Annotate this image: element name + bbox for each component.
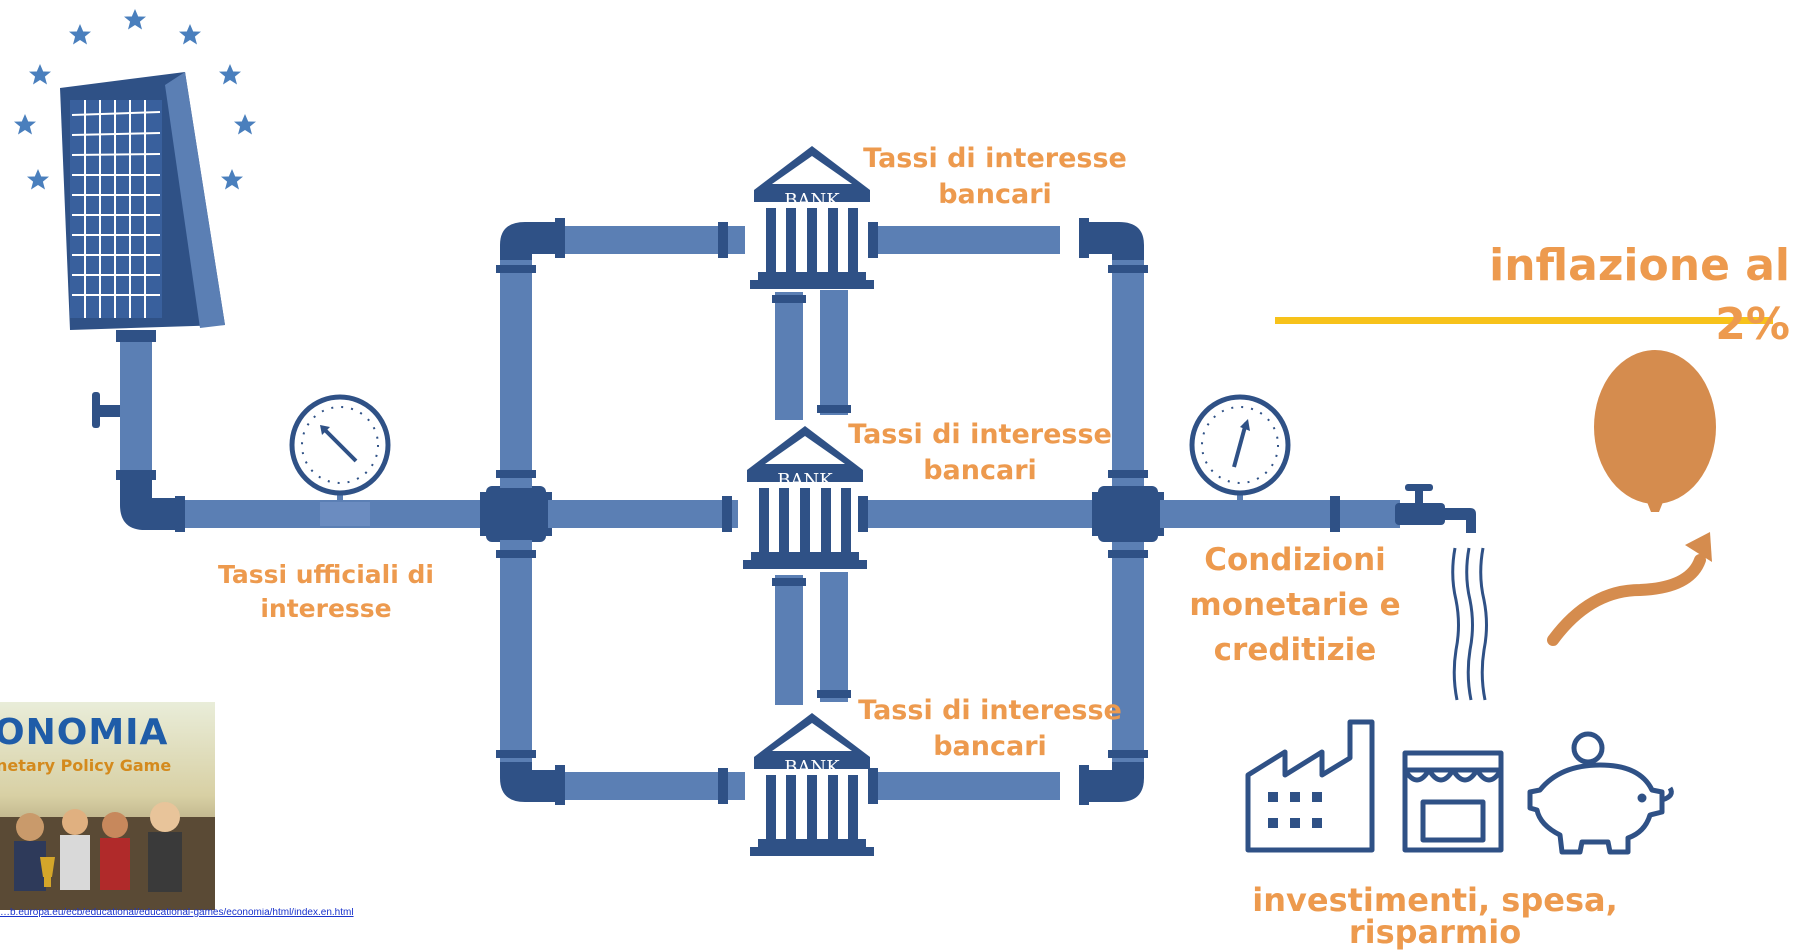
- valve-icon: [92, 392, 120, 428]
- bank-icon: BANK: [750, 146, 874, 289]
- bank-rates-line1: Tassi di interesse: [848, 419, 1112, 450]
- tap-icon: [1395, 484, 1488, 701]
- inflation-target-line: [1275, 317, 1773, 324]
- bank-rates-line2: bancari: [938, 179, 1052, 211]
- official-rates-label: Tassi ufficiali di interesse: [150, 558, 502, 626]
- piggy-bank-icon: [1527, 731, 1674, 855]
- bank-rates-label-middle: Tassi di interesse bancari: [845, 417, 1115, 490]
- thumbnail-subtitle: netary Policy Game: [0, 756, 172, 775]
- bank-sign: BANK: [784, 757, 840, 778]
- transmission-diagram: BANK BANK BANK: [14, 9, 1773, 856]
- bank-rates-line1: Tassi di interesse: [858, 695, 1122, 726]
- factory-icon: [1245, 719, 1375, 853]
- bank-rates-line2: bancari: [933, 731, 1047, 763]
- thumbnail-people-image: [0, 802, 215, 910]
- conditions-line2: monetarie e: [1189, 586, 1401, 623]
- economia-game-thumbnail[interactable]: ONOMIA netary Policy Game: [0, 702, 215, 910]
- bank-icon: BANK: [743, 426, 867, 569]
- conditions-line1: Condizioni: [1204, 542, 1386, 578]
- bank-rates-line2: bancari: [923, 455, 1037, 487]
- inflation-target-text: inflazione al 2%: [1489, 240, 1790, 351]
- bank-icon: BANK: [750, 713, 874, 856]
- balloon-icon: [1547, 350, 1716, 646]
- bank-sign: BANK: [777, 470, 833, 491]
- pressure-gauge-icon: [1192, 397, 1288, 493]
- inflation-target-label: inflazione al 2%: [1440, 236, 1790, 355]
- outcomes-label: investimenti, spesa, risparmio: [1190, 884, 1680, 948]
- bank-rates-label-bottom: Tassi di interesse bancari: [855, 693, 1125, 766]
- pressure-gauge-icon: [292, 397, 388, 493]
- bank-rates-label-top: Tassi di interesse bancari: [860, 141, 1130, 214]
- official-rates-text: Tassi ufficiali di interesse: [218, 560, 434, 623]
- monetary-conditions-label: Condizioni monetarie e creditizie: [1180, 538, 1410, 673]
- conditions-line3: creditizie: [1213, 631, 1377, 668]
- source-link[interactable]: …b.europa.eu/ecb/educational/educational…: [0, 908, 354, 917]
- bank-sign: BANK: [784, 190, 840, 211]
- bank-rates-line1: Tassi di interesse: [863, 143, 1127, 174]
- ecb-tower-icon: [60, 72, 225, 330]
- thumbnail-title: ONOMIA: [0, 712, 169, 753]
- outcomes-text: investimenti, spesa, risparmio: [1252, 881, 1618, 951]
- shop-icon: [1402, 750, 1504, 853]
